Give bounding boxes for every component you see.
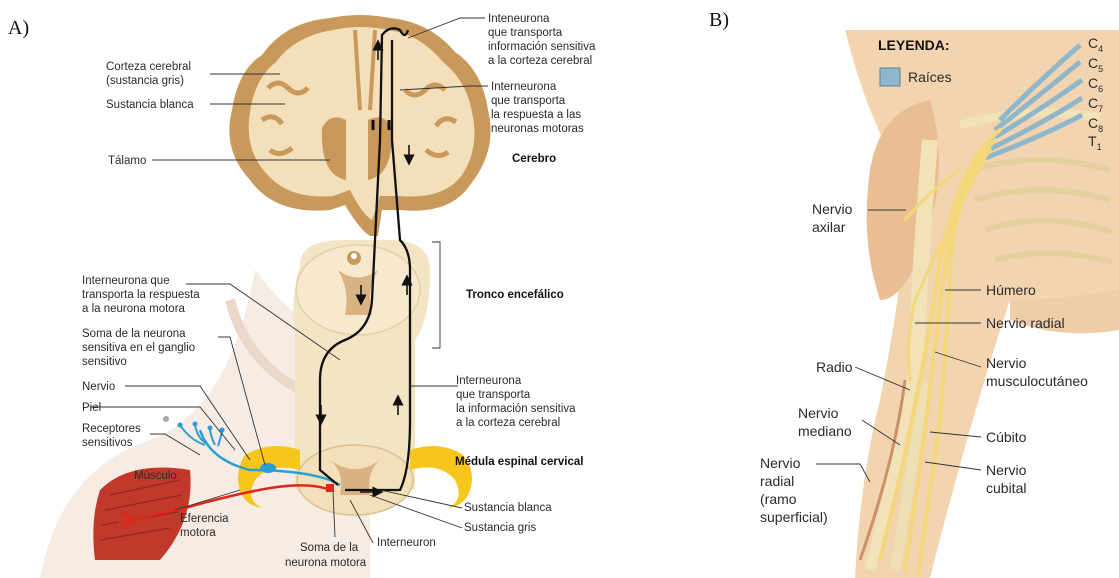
label-inter-r-3: la respuesta a las xyxy=(491,109,581,121)
label-inten-2: que transporta xyxy=(488,27,563,39)
legend-item-label: Raíces xyxy=(908,69,952,85)
label-cerebro: Cerebro xyxy=(512,153,556,165)
label-musculo-1: Nervio xyxy=(986,355,1027,371)
label-inter-r-2: que transporta xyxy=(491,95,566,107)
label-soma-m-1: Soma de la xyxy=(300,542,359,554)
root-num-c5: 5 xyxy=(1098,64,1103,74)
label-recep-1: Receptores xyxy=(82,423,141,435)
label-inten-1: Inteneurona xyxy=(488,13,550,25)
label-corteza-2: (sustancia gris) xyxy=(106,75,184,87)
label-inter-m-2: que transporta xyxy=(456,389,531,401)
label-inter-m-4: a la corteza cerebral xyxy=(456,417,560,429)
label-musculo-2: musculocutáneo xyxy=(986,373,1088,389)
label-radial-s-1: Nervio xyxy=(760,455,801,471)
sensory-soma xyxy=(260,463,276,473)
label-nervio: Nervio xyxy=(82,381,115,393)
label-inter-l-1: Interneurona que xyxy=(82,275,170,287)
label-eferencia-1: Eferencia xyxy=(180,513,229,525)
label-inter-l-3: a la neurona motora xyxy=(82,303,186,315)
label-radial-s-2: radial xyxy=(760,473,794,489)
brainstem-bracket xyxy=(432,242,440,348)
label-tronco: Tronco encefálico xyxy=(466,289,564,301)
label-cubital-2: cubital xyxy=(986,480,1026,496)
label-interneuron: Interneuron xyxy=(377,537,436,549)
label-sustancia-blanca: Sustancia blanca xyxy=(106,99,194,111)
label-radio: Radio xyxy=(816,359,853,375)
label-humero: Húmero xyxy=(986,282,1036,298)
label-inter-r-1: Interneurona xyxy=(491,81,557,93)
label-inter-l-2: transporta la respuesta xyxy=(82,289,200,301)
label-inter-r-4: neuronas motoras xyxy=(491,123,584,135)
root-letter-c7: C xyxy=(1088,95,1098,111)
root-num-t1: 1 xyxy=(1097,142,1102,152)
label-piel: Piel xyxy=(82,402,101,414)
label-inten-4: a la corteza cerebral xyxy=(488,55,592,67)
label-soma-m-2: neurona motora xyxy=(285,557,367,569)
label-cubital-1: Nervio xyxy=(986,462,1027,478)
label-radial-s-3: (ramo xyxy=(760,491,797,507)
panel-b-label: B) xyxy=(709,9,729,31)
root-num-c4: 4 xyxy=(1098,44,1103,54)
label-recep-2: sensitivos xyxy=(82,437,133,449)
root-letter-c5: C xyxy=(1088,55,1098,71)
label-corteza-1: Corteza cerebral xyxy=(106,61,191,73)
label-inter-m-1: Interneurona xyxy=(456,375,522,387)
motor-soma xyxy=(326,484,334,492)
label-axilar-2: axilar xyxy=(812,219,846,235)
label-mediano-1: Nervio xyxy=(798,405,839,421)
root-letter-c4: C xyxy=(1088,35,1098,51)
label-mediano-2: mediano xyxy=(798,423,852,439)
legend-swatch xyxy=(880,68,900,86)
label-axilar-1: Nervio xyxy=(812,201,853,217)
root-letter-c6: C xyxy=(1088,75,1098,91)
label-cubito: Cúbito xyxy=(986,429,1027,445)
label-soma-s-2: sensitiva en el ganglio xyxy=(82,342,195,354)
label-radial-s-4: superficial) xyxy=(760,509,828,525)
label-inter-m-3: la información sensitiva xyxy=(456,403,576,415)
label-eferencia-2: motora xyxy=(180,527,216,539)
label-soma-s-1: Soma de la neurona xyxy=(82,328,186,340)
root-num-c8: 8 xyxy=(1098,124,1103,134)
legend-title: LEYENDA: xyxy=(878,37,950,53)
label-nervio-radial: Nervio radial xyxy=(986,315,1065,331)
root-letter-c8: C xyxy=(1088,115,1098,131)
root-num-c6: 6 xyxy=(1098,84,1103,94)
root-num-c7: 7 xyxy=(1098,104,1103,114)
receptor-pin xyxy=(163,416,169,422)
brain xyxy=(229,15,490,236)
panel-a-label: A) xyxy=(8,17,29,39)
label-talamo: Tálamo xyxy=(108,155,146,167)
label-sust-blanca-2: Sustancia blanca xyxy=(464,502,552,514)
label-sust-gris: Sustancia gris xyxy=(464,522,536,534)
label-soma-s-3: sensitivo xyxy=(82,356,127,368)
label-inten-3: información sensitiva xyxy=(488,41,596,53)
label-medula: Médula espinal cervical xyxy=(455,456,583,468)
label-musculo: Músculo xyxy=(134,470,177,482)
